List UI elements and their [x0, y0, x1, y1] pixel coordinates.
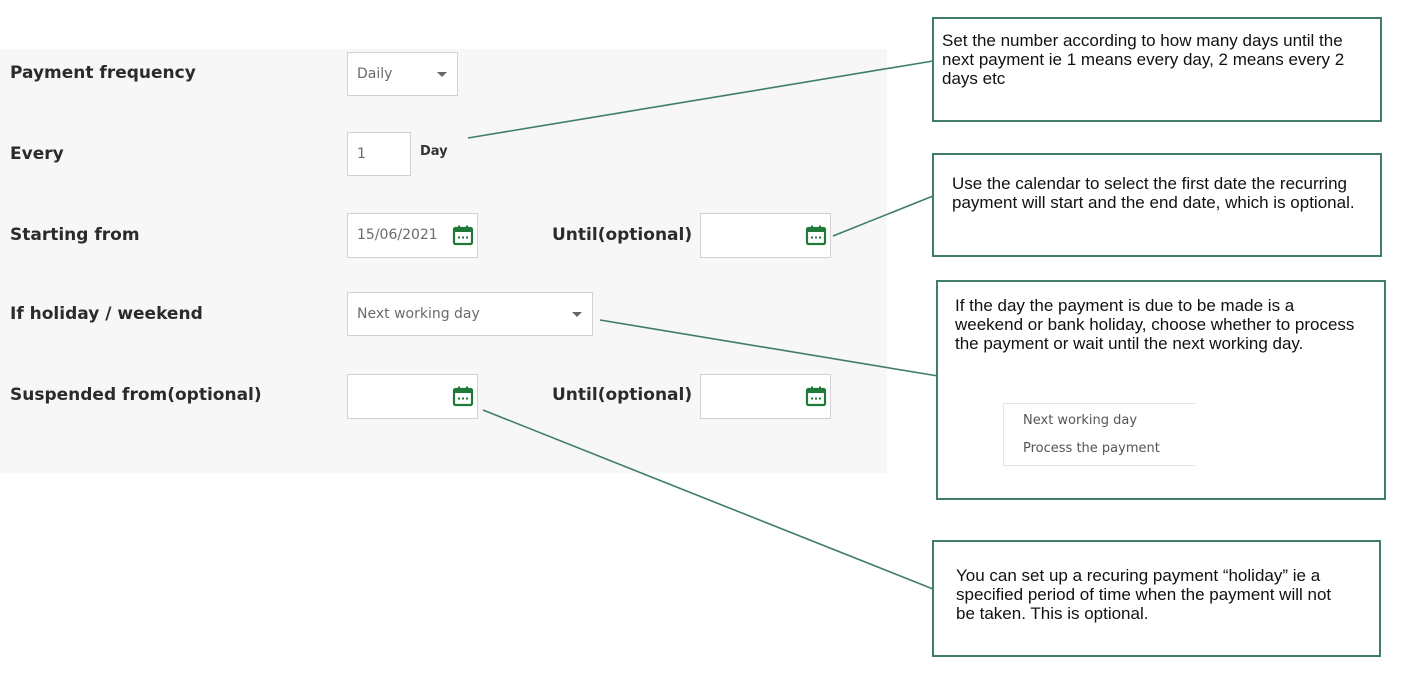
until-date-input-1[interactable]	[700, 213, 831, 258]
suspended-from-label: Suspended from(optional)	[10, 385, 262, 405]
payment-frequency-label: Payment frequency	[10, 63, 196, 83]
holiday-options-list: Next working day Process the payment	[1003, 403, 1195, 466]
starting-from-date-input[interactable]: 15/06/2021	[347, 213, 478, 258]
callout-frequency: Set the number according to how many day…	[932, 17, 1382, 122]
if-holiday-value: Next working day	[357, 306, 480, 322]
every-unit-label: Day	[420, 144, 448, 159]
calendar-icon[interactable]	[452, 224, 474, 246]
starting-from-label: Starting from	[10, 225, 140, 245]
option-process-the-payment[interactable]: Process the payment	[1023, 441, 1160, 456]
chevron-down-icon	[437, 72, 447, 77]
until-label-2: Until(optional)	[552, 385, 693, 405]
if-holiday-label: If holiday / weekend	[10, 304, 203, 324]
if-holiday-select[interactable]: Next working day	[347, 292, 593, 336]
payment-frequency-value: Daily	[357, 66, 393, 82]
calendar-icon[interactable]	[805, 224, 827, 246]
chevron-down-icon	[572, 312, 582, 317]
every-input[interactable]: 1	[347, 132, 411, 176]
option-next-working-day[interactable]: Next working day	[1023, 413, 1138, 428]
callout-suspend-text: You can set up a recuring payment “holid…	[956, 566, 1332, 623]
every-label: Every	[10, 144, 64, 164]
callout-suspend: You can set up a recuring payment “holid…	[932, 540, 1381, 657]
every-value: 1	[357, 146, 366, 162]
starting-from-value: 15/06/2021	[357, 227, 438, 243]
until-date-input-2[interactable]	[700, 374, 831, 419]
callout-frequency-text: Set the number according to how many day…	[942, 31, 1345, 88]
calendar-icon[interactable]	[452, 385, 474, 407]
callout-calendar: Use the calendar to select the first dat…	[932, 153, 1382, 257]
callout-calendar-text: Use the calendar to select the first dat…	[952, 174, 1355, 212]
calendar-icon[interactable]	[805, 385, 827, 407]
callout-holiday: If the day the payment is due to be made…	[936, 280, 1386, 500]
callout-holiday-text: If the day the payment is due to be made…	[955, 296, 1355, 353]
suspended-from-date-input[interactable]	[347, 374, 478, 419]
payment-frequency-select[interactable]: Daily	[347, 52, 458, 96]
until-label-1: Until(optional)	[552, 225, 693, 245]
